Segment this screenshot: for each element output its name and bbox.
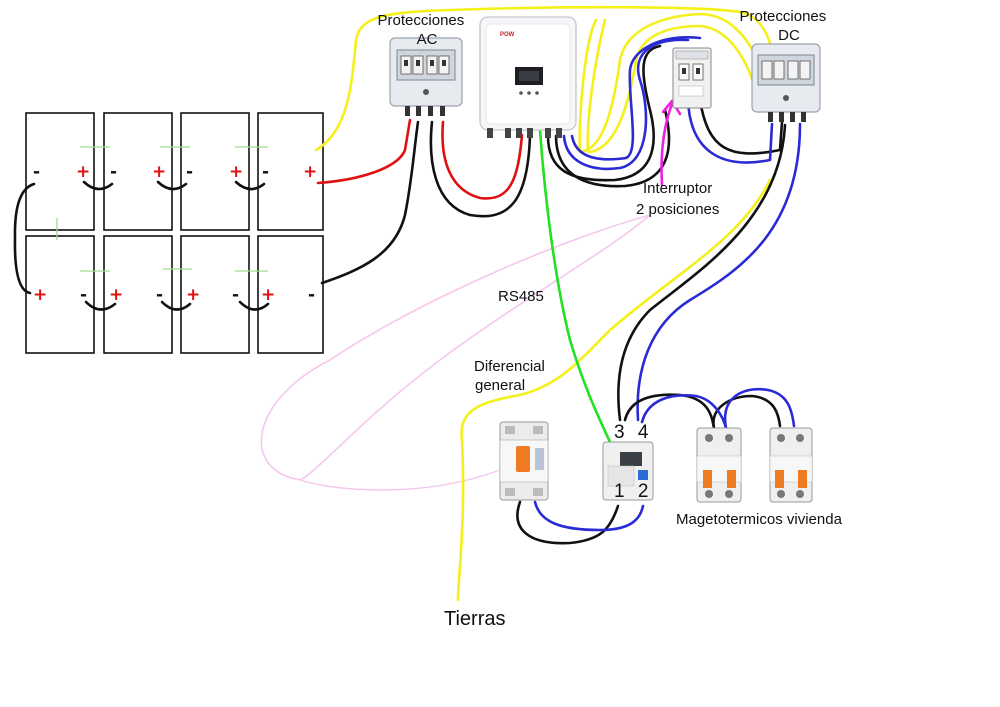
solar-panel: [257, 235, 324, 354]
panel-signs-bottom: + - + - + - + -: [33, 285, 315, 305]
house-breaker: [769, 427, 813, 503]
grounds-label: Tierras: [444, 608, 505, 630]
panel-signs-top: - + - + - + - +: [33, 162, 317, 182]
panel-sign: +: [229, 162, 243, 182]
solar-panel: [25, 235, 95, 354]
panel-sign: -: [110, 162, 117, 182]
panel-sign: +: [33, 285, 47, 305]
panel-markers: [56, 146, 268, 272]
panel-sign: -: [186, 162, 193, 182]
house-breaker: [696, 427, 742, 503]
magenta-arrow: [660, 102, 674, 187]
panel-sign: +: [109, 285, 123, 305]
meter-terminals-top: 3 4: [614, 422, 652, 443]
inverter-brand: POW: [500, 32, 515, 38]
ground-wire: [456, 178, 772, 602]
inverter: POW: [479, 16, 577, 138]
breakers-label: Magetotermicos vivienda: [676, 511, 843, 528]
ac-protection-box: [389, 37, 463, 116]
yellow-wire: [314, 5, 776, 152]
panel-sign: -: [156, 285, 163, 305]
ac-protection-label: Protecciones AC: [378, 12, 469, 48]
faint-magenta-wire: [260, 214, 651, 481]
solar-panel: [180, 235, 250, 354]
solar-panel: [180, 112, 250, 231]
solar-panel: [257, 112, 324, 231]
solar-panel-array: [25, 112, 324, 354]
panel-sign: -: [80, 285, 87, 305]
switch-label: Interruptor 2 posiciones: [636, 180, 719, 218]
black-wire: [320, 120, 420, 285]
panel-sign: -: [308, 285, 315, 305]
panel-sign: -: [232, 285, 239, 305]
solar-panel: [25, 112, 95, 231]
panel-sign: +: [76, 162, 90, 182]
dc-protection-box: [751, 43, 821, 122]
panel-sign: -: [262, 162, 269, 182]
solar-panel: [103, 235, 173, 354]
dc-protection-label: Protecciones DC: [740, 8, 831, 44]
solar-panel: [103, 112, 173, 231]
differential-label: Diferencial general: [474, 358, 549, 394]
red-wire: [316, 118, 412, 185]
rs485-label: RS485: [498, 288, 544, 305]
differential-breaker: [499, 421, 549, 501]
rs485-wire: [538, 128, 612, 444]
two-position-switch: [672, 47, 712, 109]
meter-terminals-bottom: 1 2: [614, 481, 652, 502]
panel-sign: +: [152, 162, 166, 182]
panel-sign: +: [303, 162, 317, 182]
panel-sign: -: [33, 162, 40, 182]
panel-sign: +: [186, 285, 200, 305]
panel-series-jumpers: [13, 180, 270, 311]
blue-wire: [562, 38, 690, 171]
energy-meter: [602, 441, 654, 501]
panel-sign: +: [261, 285, 275, 305]
wires: [260, 5, 802, 602]
